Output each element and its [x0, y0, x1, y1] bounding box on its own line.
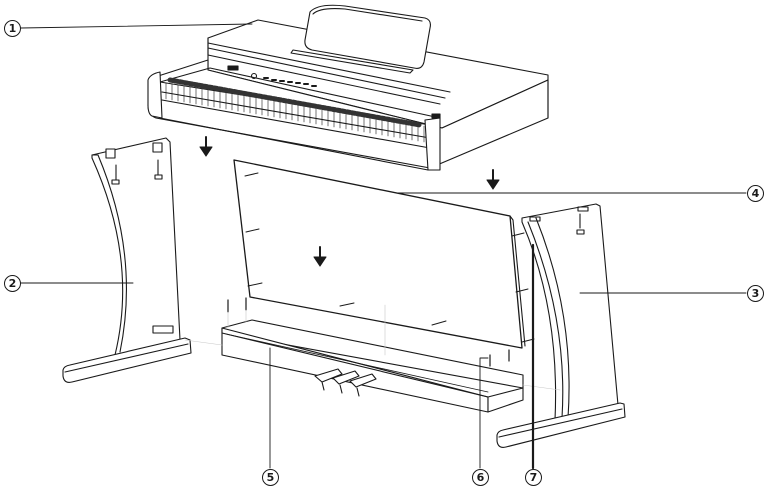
piano-body	[147, 4, 549, 171]
callout-1-label: 1	[8, 22, 17, 35]
callout-6: 6	[472, 469, 489, 486]
callout-7: 7	[525, 469, 542, 486]
callout-4: 4	[747, 185, 764, 202]
callout-4-label: 4	[751, 187, 760, 200]
callout-5: 5	[262, 469, 279, 486]
callout-7-label: 7	[529, 471, 538, 484]
guide-lines	[184, 304, 561, 391]
left-side-panel	[62, 137, 192, 383]
direction-arrows	[199, 136, 500, 267]
callout-2-label: 2	[8, 277, 17, 290]
callout-2: 2	[4, 275, 21, 292]
pedal-box	[221, 319, 524, 413]
leader-lines	[20, 23, 747, 469]
right-side-panel	[496, 203, 626, 448]
callout-3-label: 3	[751, 287, 760, 300]
back-panel	[233, 159, 535, 349]
callout-5-label: 5	[266, 471, 275, 484]
callout-6-label: 6	[476, 471, 485, 484]
screws	[227, 297, 510, 367]
callout-3: 3	[747, 285, 764, 302]
callout-1: 1	[4, 20, 21, 37]
